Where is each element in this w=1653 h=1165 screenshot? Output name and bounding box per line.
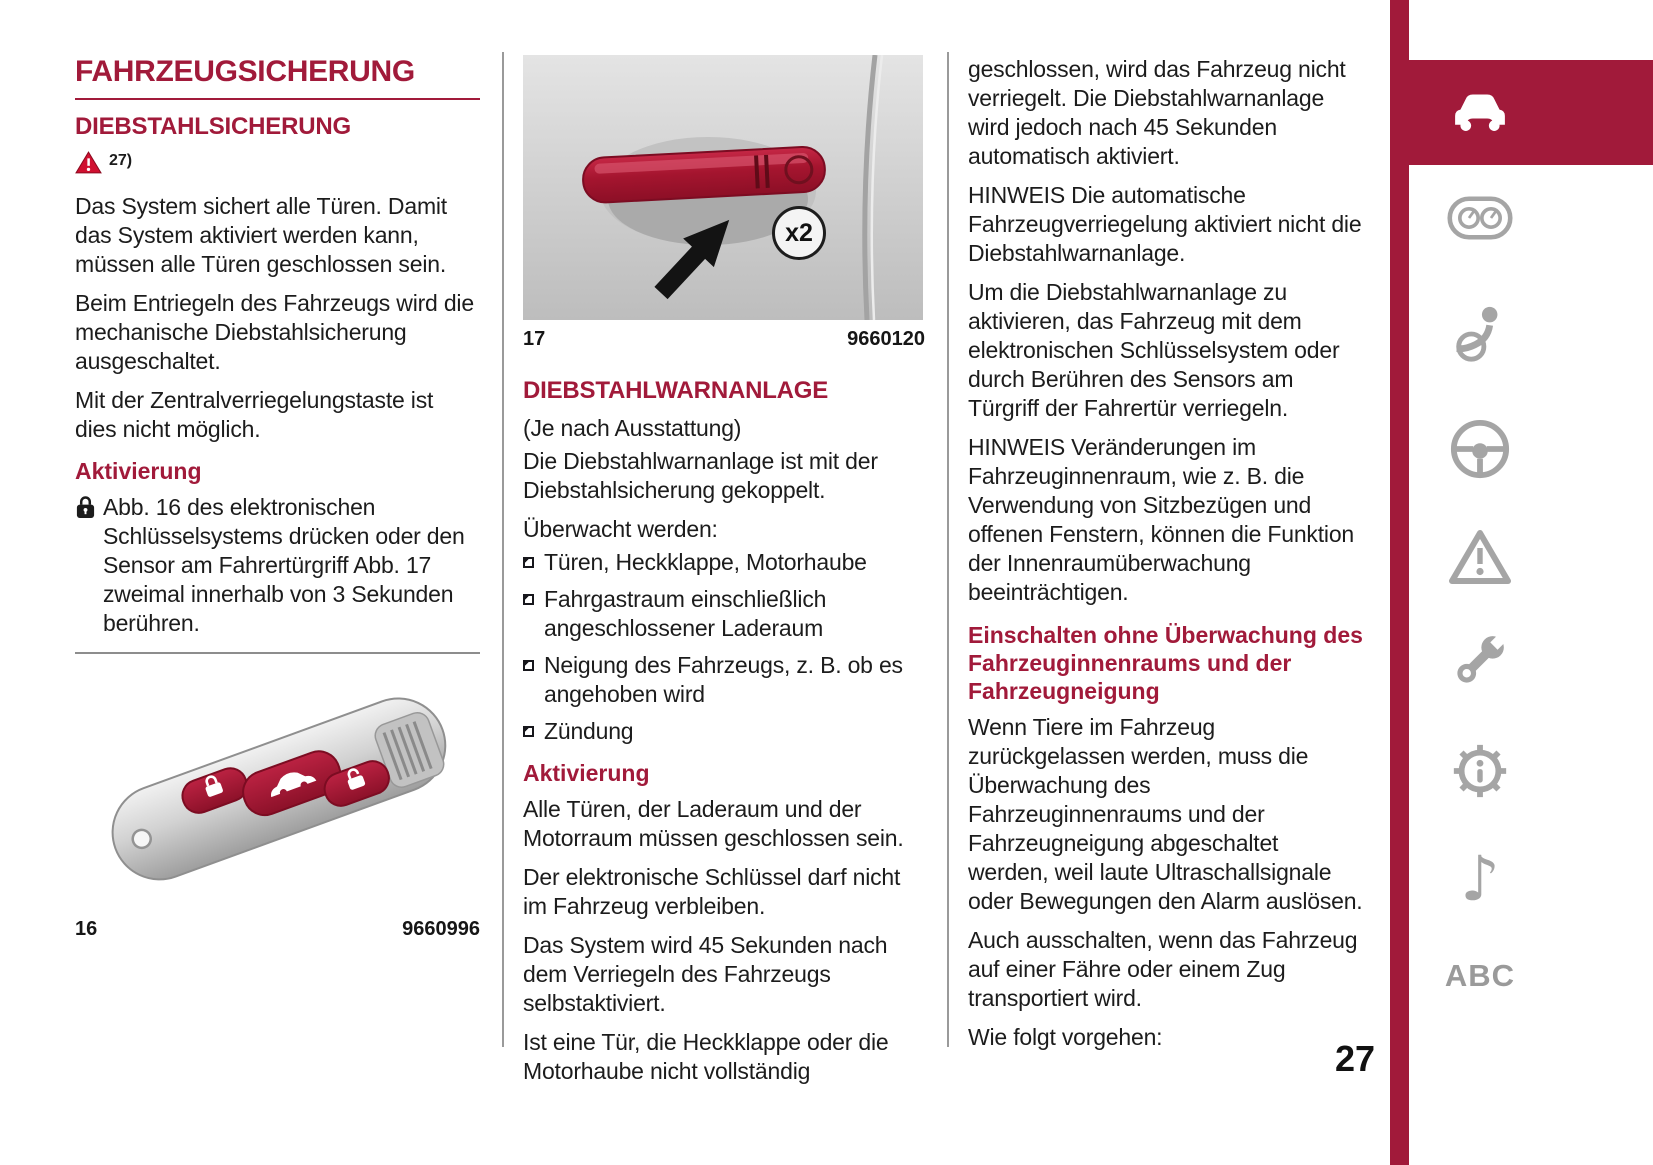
warning-note: 27) xyxy=(75,150,480,180)
paragraph: geschlossen, wird das Fahrzeug nicht ver… xyxy=(968,56,1346,169)
page-number: 27 xyxy=(1334,1038,1375,1079)
info-gear-icon xyxy=(1449,740,1511,807)
car-icon xyxy=(1448,89,1512,137)
music-note-icon: ♪ xyxy=(1460,842,1500,915)
list-item-text: Türen, Heckklappe, Motorhaube xyxy=(544,549,867,575)
paragraph-with-icon: Abb. 16 des elektronischen Schlüsselsyst… xyxy=(75,493,480,638)
tab-multimedia[interactable]: ♪ xyxy=(1390,848,1570,910)
paragraph: Überwacht werden: xyxy=(523,516,718,542)
subheading-aktivierung: Aktivierung xyxy=(75,458,202,484)
paragraph: Auch ausschalten, wenn das Fahrzeug auf … xyxy=(968,927,1358,1011)
paragraph: Wie folgt vorgehen: xyxy=(968,1024,1163,1050)
paragraph: Das System wird 45 Sekunden nach dem Ver… xyxy=(523,932,888,1016)
paragraph: Das System sichert alle Türen. Damit das… xyxy=(75,193,447,277)
paragraph: Alle Türen, der Laderaum und der Motorra… xyxy=(523,796,904,851)
wrench-icon xyxy=(1450,630,1510,695)
warning-note-number: 27) xyxy=(109,152,133,169)
paragraph: Der elektronische Schlüssel darf nicht i… xyxy=(523,864,901,919)
list-item: Fahrgastraum einschließlich angeschlosse… xyxy=(523,585,925,643)
square-bullet-icon xyxy=(523,557,534,568)
list-item-text: Zündung xyxy=(544,718,634,744)
steering-wheel-icon xyxy=(1449,418,1511,485)
list-item-text: Neigung des Fahrzeugs, z. B. ob es angeh… xyxy=(544,652,903,707)
figure-divider xyxy=(75,652,480,654)
paragraph: Um die Diebstahlwarnanlage zu aktivieren… xyxy=(968,279,1340,421)
tab-technical-data[interactable] xyxy=(1390,740,1570,807)
figure-17-caption: 17 9660120 xyxy=(523,328,925,351)
sidebar-accent-strip xyxy=(1390,0,1409,1165)
lock-icon xyxy=(75,495,96,638)
door-handle-illustration xyxy=(523,54,923,321)
paragraph: Die Diebstahlwarnanlage ist mit der Dieb… xyxy=(523,448,878,503)
tab-dashboard[interactable] xyxy=(1390,196,1570,245)
list-item-text: Fahrgastraum einschließlich angeschlosse… xyxy=(544,586,827,641)
figure-17-door-handle-image: x2 xyxy=(523,54,923,321)
abc-index-label: ABC xyxy=(1444,958,1516,993)
tab-vehicle-security-active[interactable] xyxy=(1390,60,1653,165)
dashboard-gauges-icon xyxy=(1447,196,1513,245)
paragraph: Beim Entriegeln des Fahrzeugs wird die m… xyxy=(75,290,474,374)
tab-maintenance[interactable] xyxy=(1390,630,1570,695)
column-middle: x2 17 9660120 DIEBSTAHLWARNANLAGE (Je na… xyxy=(523,54,925,1096)
paragraph: Wenn Tiere im Fahrzeug zurückgelassen we… xyxy=(968,714,1363,914)
figure-code: 9660120 xyxy=(847,328,925,350)
paragraph: Ist eine Tür, die Heckklappe oder die Mo… xyxy=(523,1029,889,1084)
figure-16-key-fob-image xyxy=(75,658,475,910)
tab-index-abc[interactable]: ABC xyxy=(1390,958,1570,994)
subheading-aktivierung: Aktivierung xyxy=(523,760,650,786)
availability-note: (Je nach Ausstattung) xyxy=(523,415,742,441)
square-bullet-icon xyxy=(523,594,534,605)
tab-driving[interactable] xyxy=(1390,418,1570,485)
figure-number: 17 xyxy=(523,328,546,350)
column-left: FAHRZEUGSICHERUNG DIEBSTAHLSICHERUNG 27)… xyxy=(75,55,480,941)
section-heading-diebstahlwarnanlage: DIEBSTAHLWARNANLAGE xyxy=(523,377,829,404)
figure-16-caption: 16 9660996 xyxy=(75,918,480,941)
subheading-einschalten-ohne-ueberwachung: Einschalten ohne Überwachung des Fahrzeu… xyxy=(968,622,1363,704)
column-divider xyxy=(502,52,504,1047)
paragraph: Mit der Zentralverriegelungstaste ist di… xyxy=(75,387,434,442)
list-item: Zündung xyxy=(523,717,925,746)
list-item: Türen, Heckklappe, Motorhaube xyxy=(523,548,925,577)
warning-triangle-icon xyxy=(1448,528,1512,591)
paragraph: Abb. 16 des elektronischen Schlüsselsyst… xyxy=(103,494,465,636)
paragraph: HINWEIS Die automatische Fahrzeugverrieg… xyxy=(968,182,1362,266)
square-bullet-icon xyxy=(523,726,534,737)
tab-safety[interactable] xyxy=(1390,303,1570,370)
paragraph: HINWEIS Veränderungen im Fahrzeuginnenra… xyxy=(968,434,1355,605)
column-divider xyxy=(947,52,949,1047)
list-item: Neigung des Fahrzeugs, z. B. ob es angeh… xyxy=(523,651,925,709)
figure-code: 9660996 xyxy=(402,918,480,940)
warning-triangle-icon xyxy=(75,150,102,180)
figure-number: 16 xyxy=(75,918,98,940)
column-right: geschlossen, wird das Fahrzeug nicht ver… xyxy=(968,55,1364,1062)
square-bullet-icon xyxy=(523,660,534,671)
tab-emergency[interactable] xyxy=(1390,528,1570,591)
x2-press-twice-badge: x2 xyxy=(772,206,826,260)
page-title: FAHRZEUGSICHERUNG xyxy=(75,55,480,100)
airbag-icon xyxy=(1449,303,1511,370)
key-fob-illustration xyxy=(111,697,447,881)
section-heading-diebstahlsicherung: DIEBSTAHLSICHERUNG xyxy=(75,113,351,140)
chapter-tab-bar: ♪ ABC xyxy=(1390,0,1653,1165)
